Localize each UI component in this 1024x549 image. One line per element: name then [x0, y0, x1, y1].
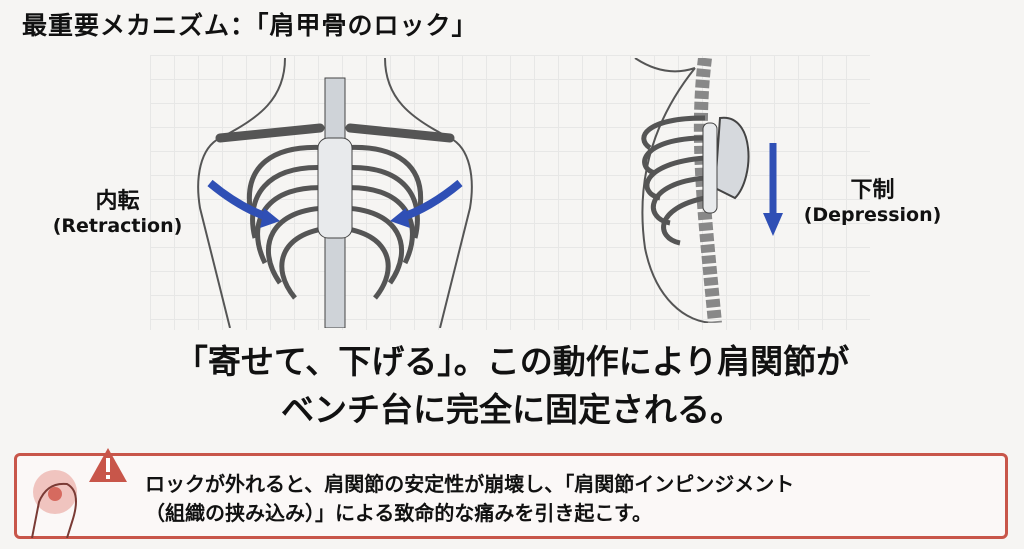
front-skeleton-illustration: [197, 58, 473, 328]
page-title: 最重要メカニズム：「肩甲骨のロック」: [22, 11, 478, 40]
warning-text-line1: ロックが外れると、肩関節の安定性が崩壊し、「肩関節インピンジメント: [145, 472, 795, 496]
warning-text: ロックが外れると、肩関節の安定性が崩壊し、「肩関節インピンジメント （組織の挟み…: [145, 470, 794, 528]
depression-label-en: (Depression): [803, 204, 942, 226]
retraction-label-en: (Retraction): [52, 215, 183, 237]
warning-icon: [89, 448, 127, 482]
retraction-label-jp: 内転: [95, 189, 140, 214]
main-statement-line2: ベンチ台に完全に固定される。: [281, 390, 743, 429]
side-skeleton-illustration: [634, 58, 783, 323]
main-statement-line1: 「寄せて、下げる」。この動作により肩関節が: [174, 342, 850, 381]
background-grid: [150, 55, 870, 330]
main-statement: 「寄せて、下げる」。この動作により肩関節が ベンチ台に完全に固定される。: [0, 338, 1024, 434]
shoulder-pain-icon: [31, 470, 77, 538]
warning-box: ロックが外れると、肩関節の安定性が崩壊し、「肩関節インピンジメント （組織の挟み…: [14, 448, 1008, 539]
depression-label: 下制 (Depression): [795, 172, 950, 226]
warning-text-line2: （組織の挟み込み）」による致命的な痛みを引き起こす。: [145, 501, 652, 525]
retraction-label: 内転 (Retraction): [40, 183, 195, 237]
depression-label-jp: 下制: [850, 178, 895, 203]
